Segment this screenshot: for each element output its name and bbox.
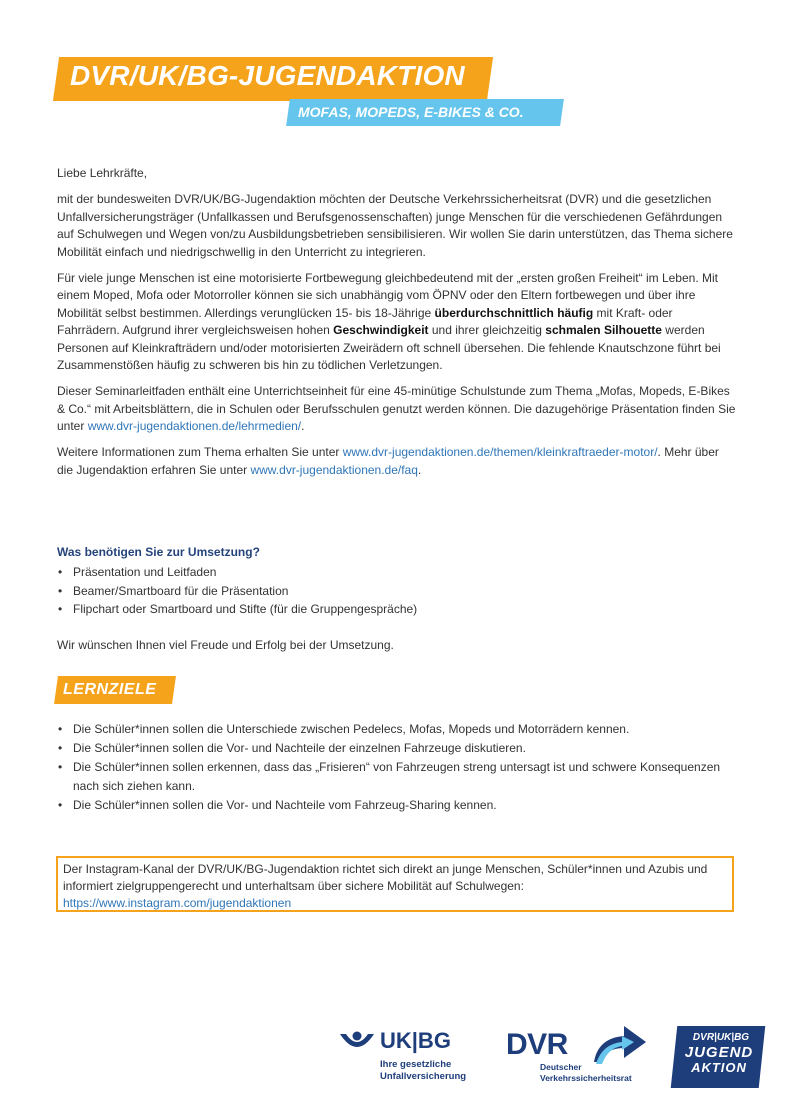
list-item: Die Schüler*innen sollen die Vor- und Na…	[57, 796, 747, 815]
paragraph-guide: Dieser Seminarleitfaden enthält eine Unt…	[57, 383, 737, 436]
emphasis-above-average: überdurchschnittlich häufig	[434, 305, 594, 320]
emphasis-silhouette: schmalen Silhouette	[545, 323, 662, 337]
ukbg-logo: UK|BG Ihre gesetzliche Unfallversicherun…	[338, 1026, 488, 1086]
paragraph-guide-text: Dieser Seminarleitfaden enthält eine Unt…	[57, 384, 736, 433]
closing-line: Wir wünschen Ihnen viel Freude und Erfol…	[57, 638, 394, 652]
paragraph-risk-text-4: werden Personen auf Kleinkrafträdern und…	[57, 323, 721, 372]
page-title: DVR/UK/BG-JUGENDAKTION	[70, 60, 465, 91]
emphasis-speed: Geschwindigkeit	[333, 323, 429, 337]
paragraph-risk-text-1: Für viele junge Menschen ist eine motori…	[57, 270, 718, 320]
page-subtitle: MOFAS, MOPEDS, E-BIKES & CO.	[298, 104, 524, 120]
paragraph-intro: mit der bundesweiten DVR/UK/BG-Jugendakt…	[57, 192, 733, 259]
requirements-heading: Was benötigen Sie zur Umsetzung?	[57, 545, 260, 559]
lehrmedien-link[interactable]: www.dvr-jugendaktionen.de/lehrmedien/	[87, 419, 302, 433]
ukbg-mark-icon	[340, 1031, 374, 1047]
list-item: Flipchart oder Smartboard und Stifte (fü…	[57, 600, 737, 619]
list-item: Die Schüler*innen sollen erkennen, dass …	[57, 758, 747, 796]
faq-link[interactable]: www.dvr-jugendaktionen.de/faq	[250, 462, 418, 477]
ukbg-tagline: Ihre gesetzliche Unfallversicherung	[380, 1059, 466, 1083]
kleinkraftraeder-link[interactable]: www.dvr-jugendaktionen.de/themen/kleinkr…	[342, 445, 658, 459]
jugendaktion-logo-line3: AKTION	[691, 1060, 747, 1075]
paragraph-guide-end: .	[301, 419, 305, 433]
paragraph-more-info-text-2: . Mehr über die Jugendaktion erfahren Si…	[57, 445, 719, 477]
ukbg-tagline-line2: Unfallversicherung	[380, 1071, 467, 1082]
paragraph-more-info-end: .	[417, 462, 422, 477]
paragraph-more-info-text-1: Weitere Informationen zum Thema erhalten…	[57, 445, 343, 459]
dvr-logo: DVR Deutscher Verkehrssicherheitsrat	[506, 1022, 656, 1088]
learning-goals-list: Die Schüler*innen sollen die Unterschied…	[57, 720, 747, 815]
paragraph-risk-text-2: mit Kraft- oder Fahrrädern. Aufgrund ihr…	[57, 305, 673, 338]
dvr-tagline-line2: Verkehrssicherheitsrat	[540, 1073, 632, 1083]
instagram-info-text: Der Instagram-Kanal der DVR/UK/BG-Jugend…	[63, 862, 708, 893]
requirements-list: Präsentation und Leitfaden Beamer/Smartb…	[57, 563, 737, 619]
list-item: Die Schüler*innen sollen die Unterschied…	[57, 720, 747, 739]
paragraph-risk: Für viele junge Menschen ist eine motori…	[57, 270, 737, 375]
learning-goals-heading: LERNZIELE	[63, 681, 157, 698]
dvr-tagline: Deutscher Verkehrssicherheitsrat	[540, 1062, 632, 1084]
dvr-tagline-line1: Deutscher	[540, 1062, 582, 1072]
ukbg-name: UK|BG	[380, 1028, 451, 1053]
paragraph-risk-text-3: und ihrer gleichzeitig	[428, 323, 546, 337]
jugendaktion-logo-line1: DVR|UK|BG	[692, 1032, 750, 1043]
letter-body: Liebe Lehrkräfte, mit der bundesweiten D…	[57, 165, 737, 488]
list-item: Präsentation und Leitfaden	[57, 563, 737, 582]
paragraph-more-info: Weitere Informationen zum Thema erhalten…	[57, 444, 737, 479]
dvr-arrow-icon	[594, 1026, 646, 1064]
partner-logos: UK|BG Ihre gesetzliche Unfallversicherun…	[0, 1020, 790, 1090]
list-item: Beamer/Smartboard für die Präsentation	[57, 582, 737, 601]
jugendaktion-logo-line2: JUGEND	[684, 1044, 754, 1061]
dvr-name: DVR	[506, 1028, 568, 1061]
ukbg-tagline-line1: Ihre gesetzliche	[380, 1059, 452, 1070]
greeting: Liebe Lehrkräfte,	[57, 166, 148, 180]
instagram-link[interactable]: https://www.instagram.com/jugendaktionen	[63, 896, 292, 910]
instagram-info-box: Der Instagram-Kanal der DVR/UK/BG-Jugend…	[56, 856, 734, 912]
list-item: Die Schüler*innen sollen die Vor- und Na…	[57, 739, 747, 758]
